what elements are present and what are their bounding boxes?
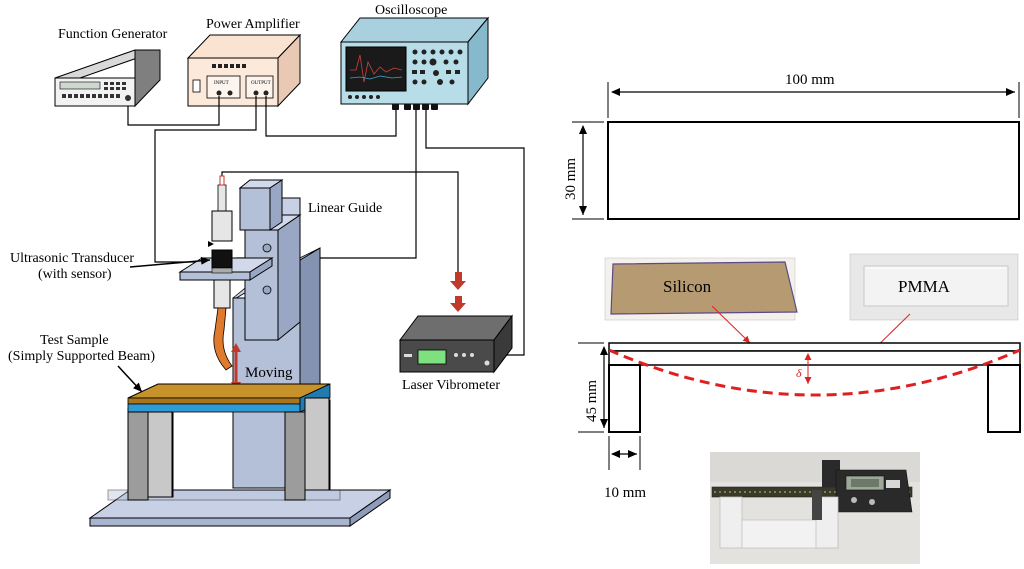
label-laser-vibrometer: Laser Vibrometer: [402, 378, 500, 393]
oscilloscope: Oscilloscope: [339, 3, 490, 110]
label-linear-guide: Linear Guide: [308, 201, 382, 216]
caliper-photo: [710, 452, 920, 564]
deflection-symbol: δ: [796, 366, 802, 380]
function-generator: Function Generator: [54, 27, 168, 108]
signal-cables: [127, 96, 525, 356]
transducer-label: Ultrasonic Transducer (with sensor): [10, 251, 211, 282]
amp-output-label: OUTPUT: [251, 81, 271, 86]
silicon-photo: Silicon: [604, 257, 798, 321]
test-sample-beam: [127, 383, 331, 501]
label-moving: Moving: [245, 365, 293, 381]
test-sample-label: Test Sample (Simply Supported Beam): [8, 333, 155, 393]
laser-vibrometer: Laser Vibrometer: [399, 314, 513, 393]
label-ultrasonic-transducer: Ultrasonic Transducer: [10, 251, 134, 266]
dim-height-45mm: 45 mm: [584, 380, 600, 422]
beam-top-view: 100 mm 30 mm: [563, 72, 1020, 220]
ultrasonic-transducer: [208, 175, 233, 371]
power-amplifier: INPUT OUTPUT Power Amplifier: [186, 17, 302, 108]
beam-side-view: δ 45 mm 10 mm: [578, 342, 1021, 501]
label-simply-supported-beam: (Simply Supported Beam): [8, 349, 155, 364]
dim-support-10mm: 10 mm: [604, 485, 646, 501]
pmma-photo: PMMA: [849, 253, 1019, 321]
photo-label-pmma: PMMA: [898, 277, 951, 296]
label-oscilloscope: Oscilloscope: [375, 3, 447, 18]
amp-input-label: INPUT: [214, 81, 229, 86]
dim-length-100mm: 100 mm: [785, 72, 835, 88]
label-test-sample: Test Sample: [40, 333, 109, 348]
label-function-generator: Function Generator: [58, 27, 168, 42]
label-power-amplifier: Power Amplifier: [206, 17, 300, 32]
photo-label-silicon: Silicon: [663, 277, 712, 296]
label-with-sensor: (with sensor): [38, 267, 112, 282]
linear-guide-label: Linear Guide: [308, 201, 382, 216]
dim-width-30mm: 30 mm: [563, 158, 579, 200]
laser-beam-arrows: [450, 272, 466, 312]
